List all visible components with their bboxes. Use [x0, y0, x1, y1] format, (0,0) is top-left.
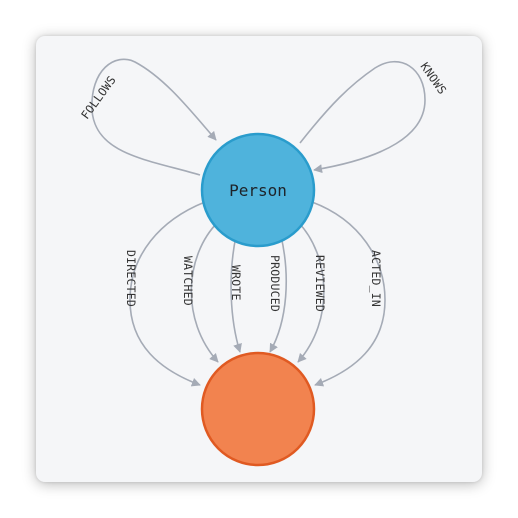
node-target[interactable]	[200, 351, 316, 467]
edge-follows[interactable]: FOLLOWS	[78, 58, 217, 176]
node-target-circle[interactable]	[200, 351, 316, 467]
edge-directed[interactable]: DIRECTED	[124, 201, 206, 387]
edge-knows[interactable]: KNOWS	[299, 60, 450, 174]
edge-produced[interactable]: PRODUCED	[268, 235, 287, 353]
edge-label-directed: DIRECTED	[124, 250, 138, 307]
node-person[interactable]: Person	[200, 132, 316, 248]
edge-watched[interactable]: WATCHED	[181, 221, 219, 363]
edge-label-acted-in: ACTED_IN	[369, 250, 383, 307]
edge-label-watched: WATCHED	[181, 256, 195, 306]
edge-label-wrote: WROTE	[229, 265, 243, 301]
edge-label-produced: PRODUCED	[268, 255, 282, 312]
edge-reviewed[interactable]: REVIEWED	[297, 221, 327, 363]
edge-wrote[interactable]: WROTE	[229, 235, 243, 353]
edge-label-knows: KNOWS	[418, 60, 450, 97]
edge-acted-in[interactable]: ACTED_IN	[311, 201, 386, 387]
node-person-circle[interactable]	[200, 132, 316, 248]
node-person-label: Person	[229, 181, 287, 200]
edge-label-reviewed: REVIEWED	[313, 255, 327, 312]
edge-label-follows: FOLLOWS	[78, 73, 119, 122]
